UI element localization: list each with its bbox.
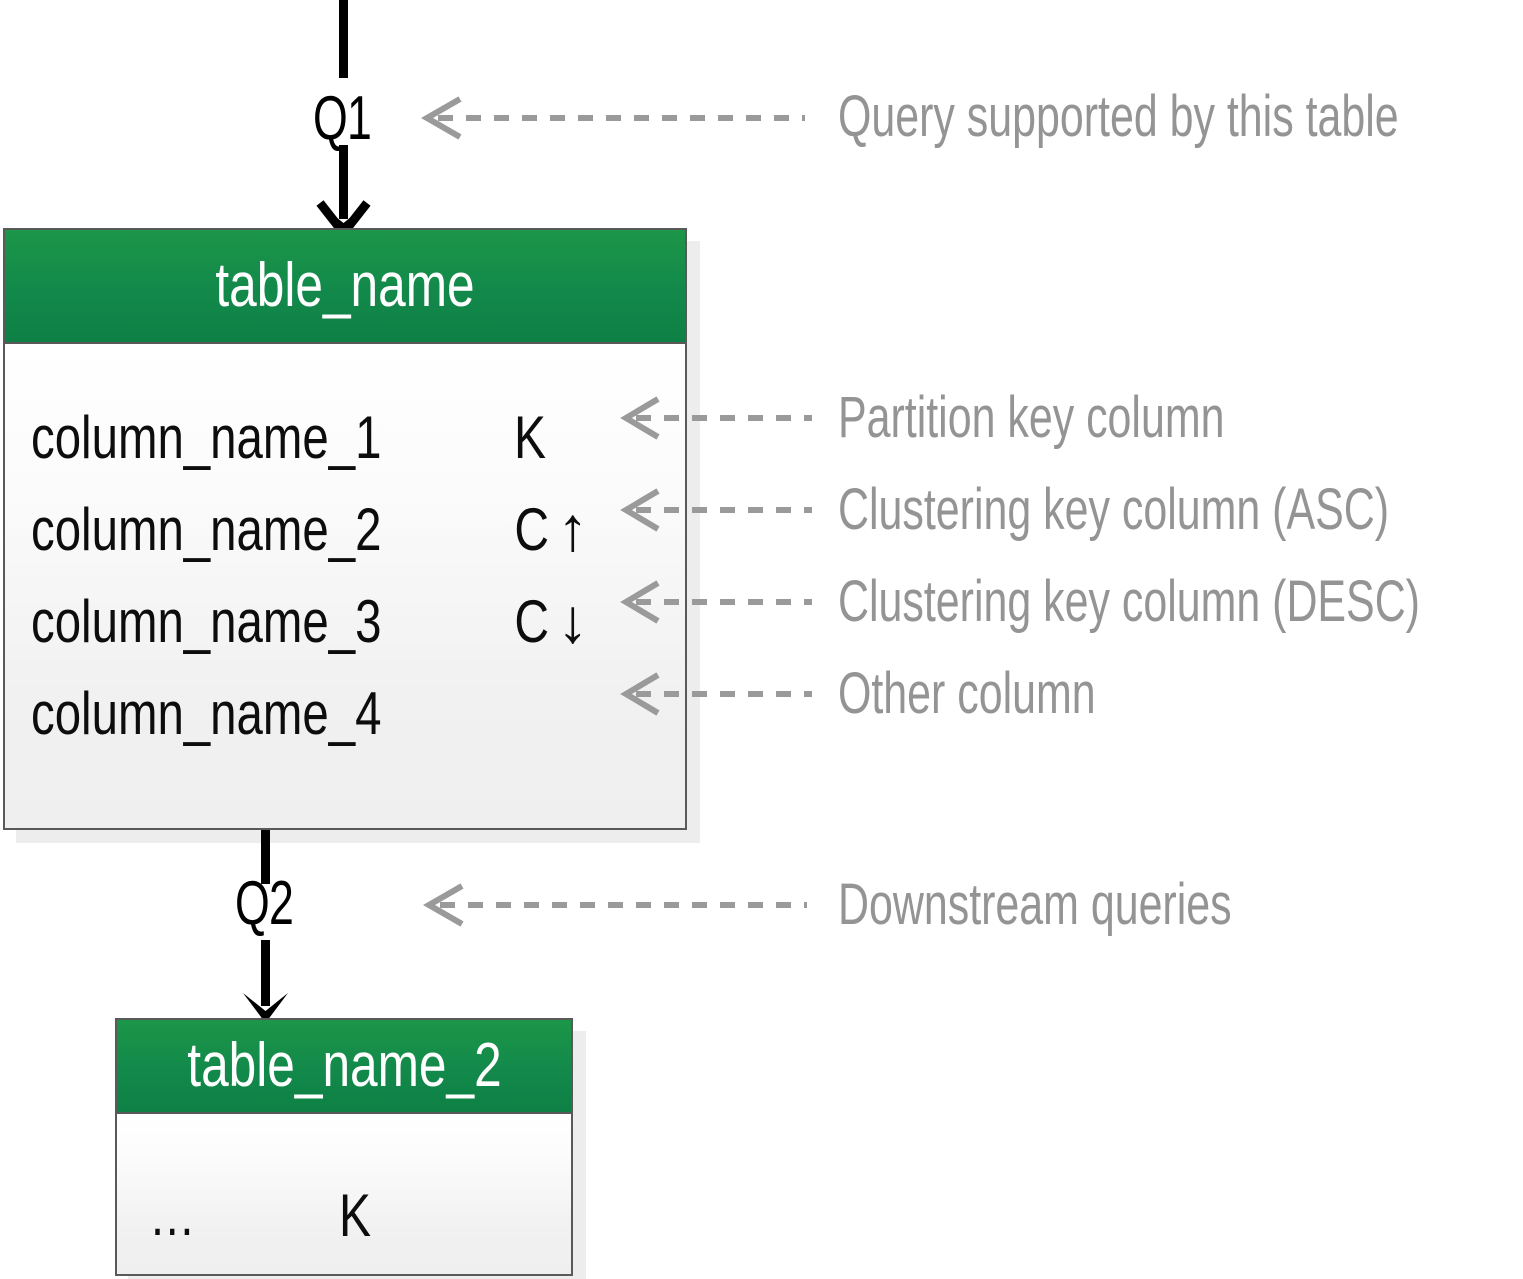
incoming-flow-arrow (316, 145, 371, 241)
annotation-arrow-other-column (620, 672, 812, 716)
column-name: column_name_3 (31, 588, 382, 655)
arrow-down-icon: ↓ (557, 587, 589, 656)
column-name: … (149, 1183, 196, 1248)
annotation-other-column: Other column (838, 661, 1096, 726)
column-name: column_name_4 (31, 680, 382, 747)
table-row[interactable]: column_name_2 C↑ (5, 484, 685, 576)
annotation-downstream-queries: Downstream queries (838, 872, 1232, 937)
annotation-clustering-key-desc: Clustering key column (DESC) (838, 569, 1420, 634)
column-name: column_name_1 (31, 404, 382, 471)
partition-key-marker: K (514, 404, 547, 471)
table-row[interactable]: … K (117, 1174, 571, 1258)
incoming-query-label: Q1 (313, 84, 372, 153)
secondary-table[interactable]: table_name_2 … K (115, 1018, 573, 1276)
column-kind: K (510, 408, 554, 468)
column-kind: C↑ (510, 495, 589, 564)
annotation-arrow-downstream-queries (422, 883, 807, 927)
annotation-clustering-key-asc: Clustering key column (ASC) (838, 477, 1389, 542)
incoming-flow-line-top (339, 0, 348, 78)
table-row[interactable]: column_name_3 C↓ (5, 576, 685, 668)
main-table-body: column_name_1 K column_name_2 C↑ column_… (5, 344, 685, 828)
outgoing-query-label: Q2 (235, 869, 294, 938)
annotation-arrow-clustering-desc (620, 580, 812, 624)
column-kind: C↓ (510, 587, 589, 656)
main-table-header: table_name (5, 230, 685, 344)
secondary-table-body: … K (117, 1114, 571, 1274)
partition-key-marker: K (339, 1182, 372, 1249)
annotation-partition-key: Partition key column (838, 385, 1225, 450)
table-row[interactable]: column_name_4 (5, 668, 685, 760)
outgoing-flow-line-top (261, 830, 270, 884)
annotation-arrow-clustering-asc (620, 488, 812, 532)
annotation-query-supported: Query supported by this table (838, 84, 1399, 149)
annotation-arrow-partition-key (620, 396, 812, 440)
secondary-table-title: table_name_2 (186, 1031, 502, 1100)
main-table-title: table_name (215, 251, 475, 320)
secondary-table-header: table_name_2 (117, 1020, 571, 1114)
annotation-arrow-query-supported (420, 96, 805, 140)
arrow-up-icon: ↑ (557, 495, 589, 564)
main-table[interactable]: table_name column_name_1 K column_name_2… (3, 228, 687, 830)
outgoing-flow-arrow (243, 940, 288, 1023)
column-name: column_name_2 (31, 496, 382, 563)
clustering-key-marker: C (514, 588, 550, 655)
clustering-key-marker: C (514, 496, 550, 563)
table-row[interactable]: column_name_1 K (5, 392, 685, 484)
